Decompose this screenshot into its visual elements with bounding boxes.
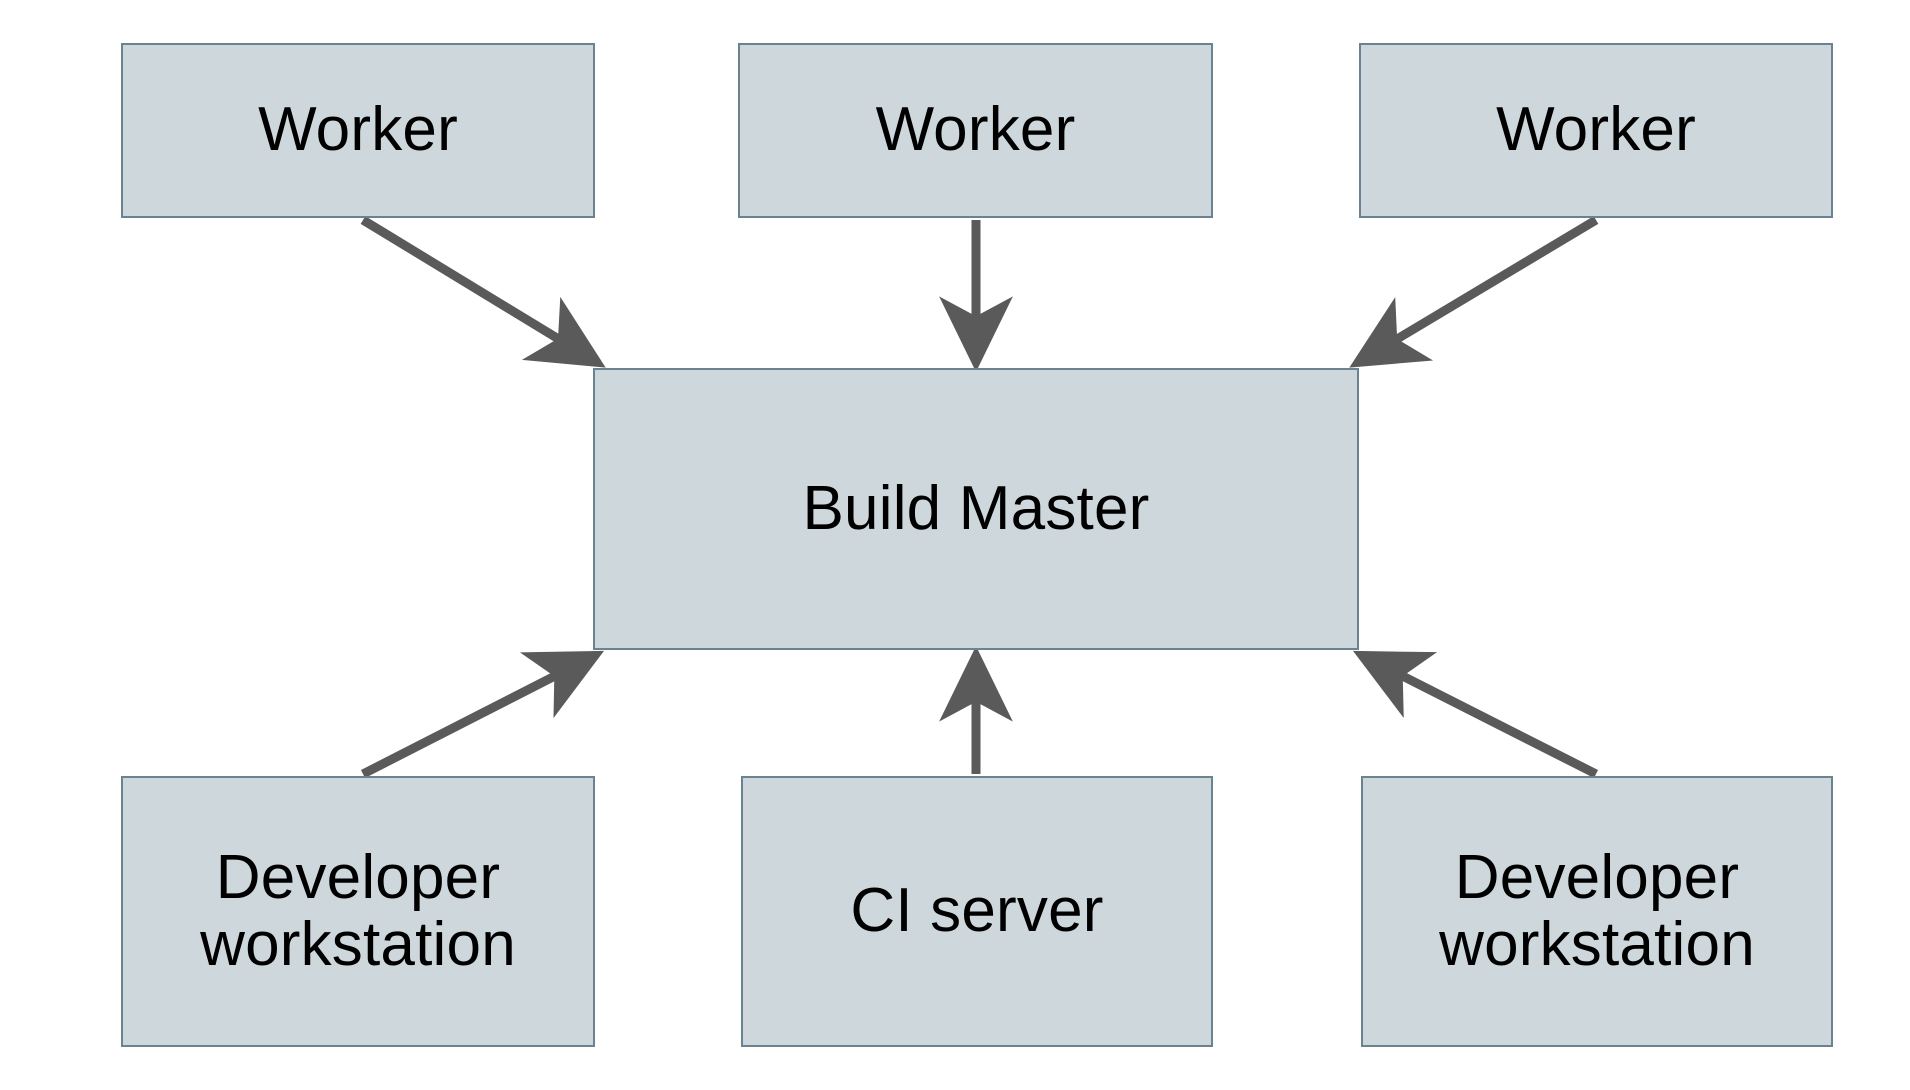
node-developer-workstation-left-label: Developer workstation <box>200 842 516 979</box>
node-ci-server[interactable]: CI server <box>741 776 1213 1047</box>
node-build-master[interactable]: Build Master <box>593 368 1359 650</box>
node-worker-3[interactable]: Worker <box>1359 43 1833 218</box>
edge-devright-to-master <box>1352 650 1599 779</box>
edge-worker3-to-master <box>1349 216 1599 368</box>
node-developer-workstation-right-label: Developer workstation <box>1439 842 1755 979</box>
node-ci-server-label: CI server <box>850 876 1104 946</box>
node-worker-2-label: Worker <box>875 95 1076 165</box>
node-worker-1[interactable]: Worker <box>121 43 595 218</box>
node-worker-1-label: Worker <box>258 95 458 165</box>
node-developer-workstation-right[interactable]: Developer workstation <box>1361 776 1833 1047</box>
node-build-master-label: Build Master <box>802 473 1150 543</box>
edge-devleft-to-master <box>360 650 605 779</box>
edge-worker1-to-master <box>360 216 606 368</box>
node-worker-3-label: Worker <box>1496 95 1696 165</box>
node-developer-workstation-left[interactable]: Developer workstation <box>121 776 595 1047</box>
node-worker-2[interactable]: Worker <box>738 43 1213 218</box>
